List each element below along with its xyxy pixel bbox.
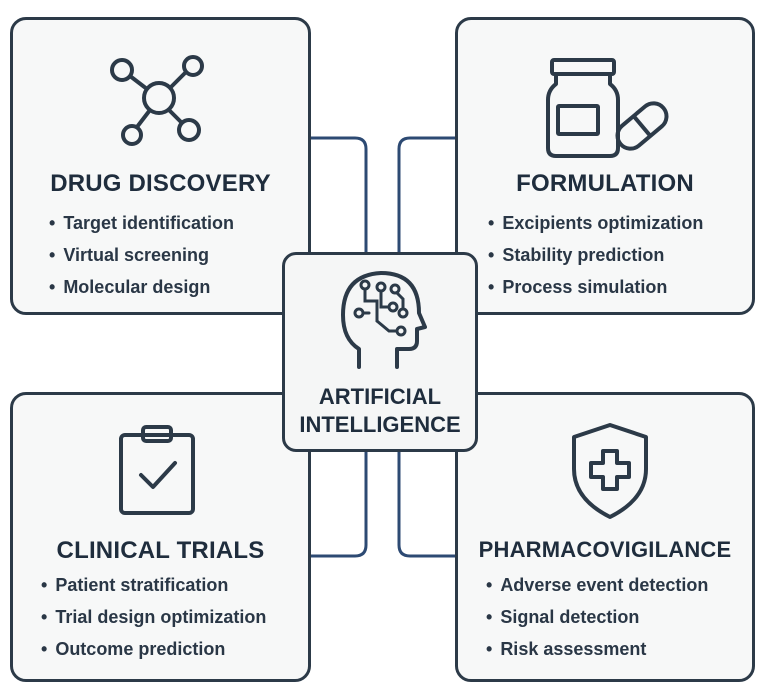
connector-bottom-left — [311, 452, 368, 558]
center-title-line-1: ARTIFICIAL — [318, 384, 442, 409]
ai-brain-circuit-icon — [341, 271, 427, 369]
list-item: Molecular design — [49, 271, 234, 303]
list-item: Stability prediction — [488, 239, 703, 271]
list-item: Adverse event detection — [486, 569, 708, 601]
card-title: CLINICAL TRIALS — [56, 537, 265, 564]
card-title: FORMULATION — [516, 170, 694, 197]
clipboard-check-icon — [119, 425, 195, 515]
list-item: Signal detection — [486, 601, 708, 633]
card-pharmacovigilance: PHARMACOVIGILANCE Adverse event detectio… — [455, 392, 755, 682]
center-title: ARTIFICIAL INTELLIGENCE — [285, 383, 475, 439]
card-formulation: FORMULATION Excipients optimization Stab… — [455, 17, 755, 315]
card-clinical-trials: CLINICAL TRIALS Patient stratification T… — [10, 392, 311, 682]
shield-cross-icon — [572, 423, 648, 519]
card-drug-discovery: DRUG DISCOVERY Target identification Vir… — [10, 17, 311, 315]
list-item: Process simulation — [488, 271, 703, 303]
card-title: PHARMACOVIGILANCE — [478, 537, 732, 562]
list-item: Virtual screening — [49, 239, 234, 271]
list-item: Risk assessment — [486, 633, 708, 665]
molecule-icon — [110, 55, 204, 146]
bullet-list: Excipients optimization Stability predic… — [488, 207, 703, 303]
bullet-list: Patient stratification Trial design opti… — [41, 569, 266, 665]
list-item: Outcome prediction — [41, 633, 266, 665]
center-ai-box: ARTIFICIAL INTELLIGENCE — [282, 252, 478, 452]
list-item: Trial design optimization — [41, 601, 266, 633]
bullet-list: Adverse event detection Signal detection… — [486, 569, 708, 665]
connector-bottom-right — [397, 452, 455, 558]
medicine-bottle-pill-icon — [546, 58, 669, 158]
list-item: Target identification — [49, 207, 234, 239]
connector-top-left — [311, 136, 368, 252]
connector-top-right — [397, 136, 455, 252]
center-title-line-2: INTELLIGENCE — [299, 412, 461, 437]
card-title: DRUG DISCOVERY — [50, 170, 271, 197]
bullet-list: Target identification Virtual screening … — [49, 207, 234, 303]
list-item: Excipients optimization — [488, 207, 703, 239]
list-item: Patient stratification — [41, 569, 266, 601]
